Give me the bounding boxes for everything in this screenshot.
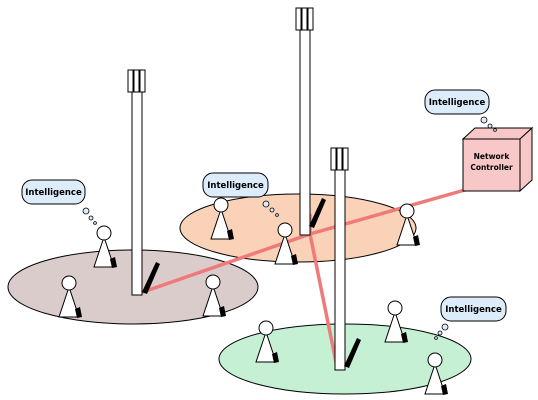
thought-bubble-icon: Intelligence xyxy=(202,172,279,217)
intelligence-label-middle: Intelligence xyxy=(207,181,264,191)
antenna-tower-icon xyxy=(295,7,326,236)
network-controller-label-line2: Controller xyxy=(470,163,513,172)
network-controller-label-line1: Network xyxy=(474,152,511,161)
user-figure-icon xyxy=(93,225,118,269)
user-figure-icon xyxy=(384,300,409,344)
thought-bubble-icon: Intelligence xyxy=(21,179,97,225)
intelligence-label-bottom: Intelligence xyxy=(445,305,502,315)
antenna-tower-icon xyxy=(330,147,361,371)
intelligence-label-controller: Intelligence xyxy=(429,98,486,108)
thought-bubble-icon: Intelligence xyxy=(424,89,497,132)
thought-bubble-icon: Intelligence xyxy=(434,296,507,340)
antenna-tower-icon xyxy=(127,69,160,296)
link-hub-to-bottom xyxy=(308,232,338,364)
intelligence-label-left: Intelligence xyxy=(25,188,82,198)
controller-box-icon: Network Controller xyxy=(461,126,534,193)
cell-area-middle xyxy=(179,193,417,263)
